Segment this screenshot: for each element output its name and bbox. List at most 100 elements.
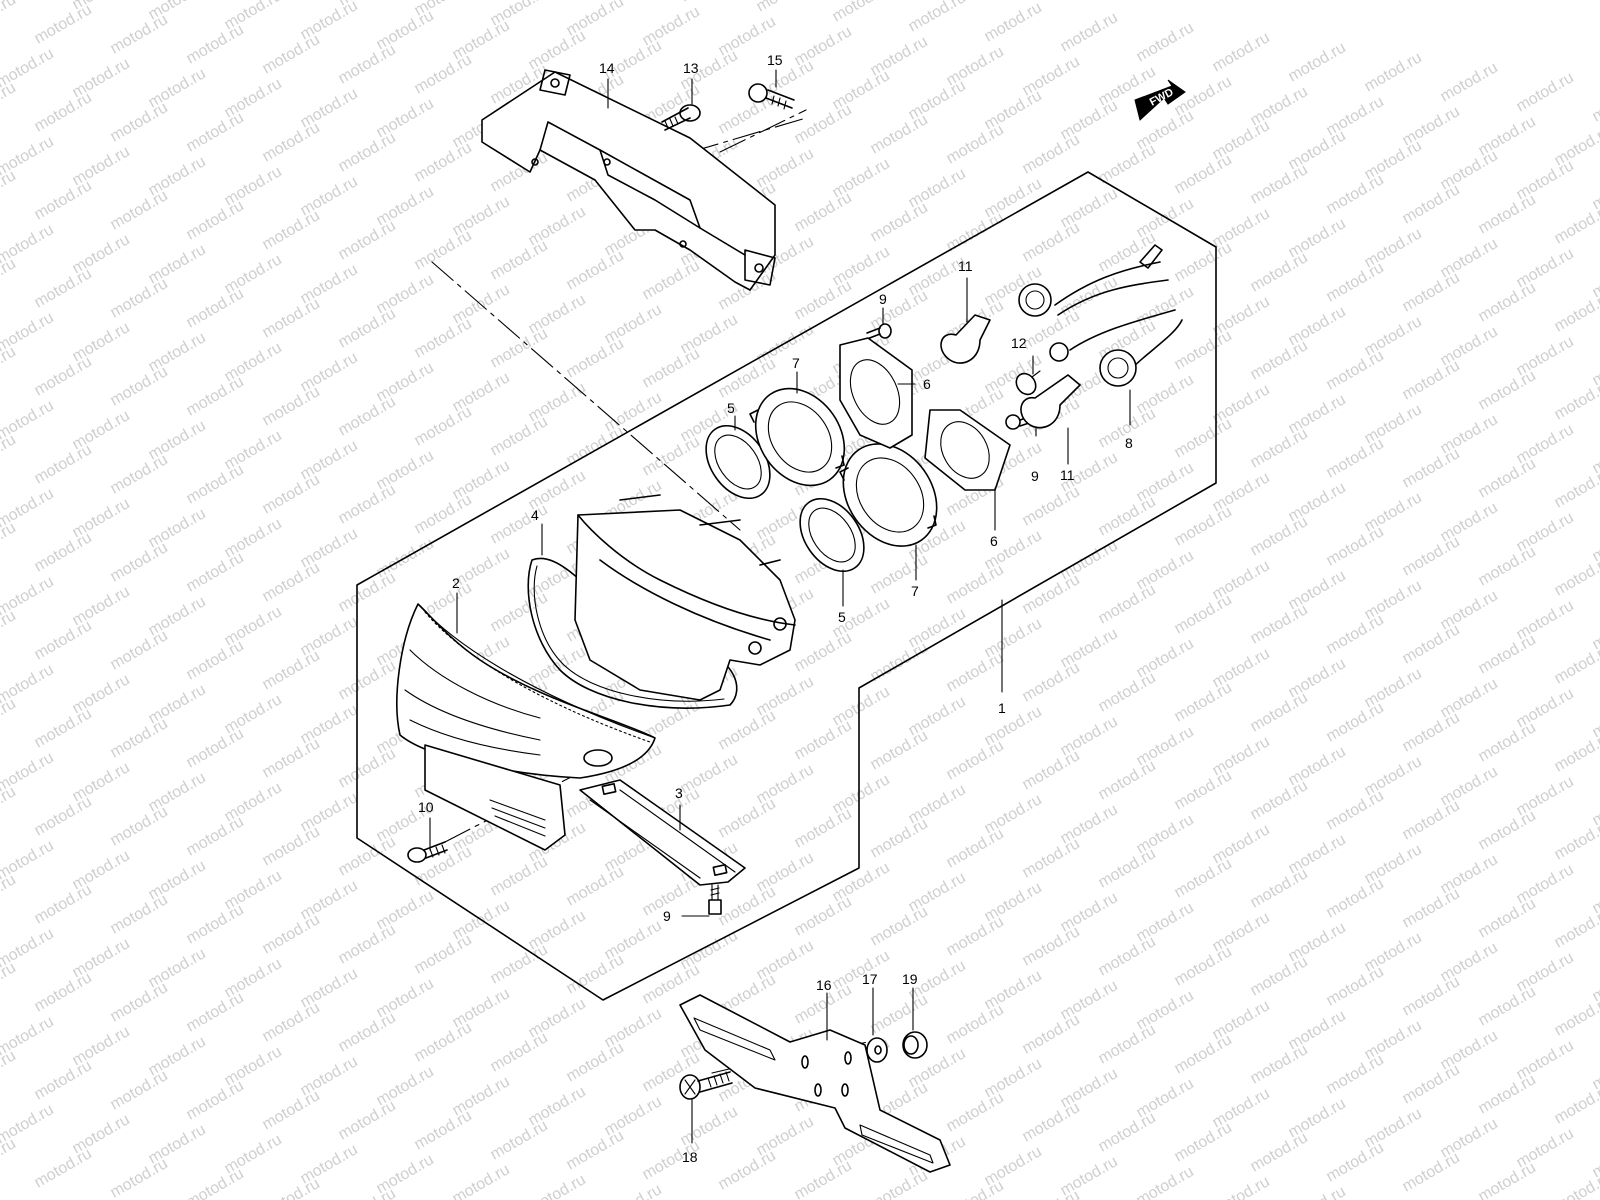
watermark-text: motod.ru [1248,953,1311,999]
watermark-text: motod.ru [0,1047,19,1093]
watermark-text: motod.ru [32,265,95,311]
watermark-text: motod.ru [184,549,247,595]
watermark-text: motod.ru [1020,1011,1083,1057]
watermark-text: motod.ru [1096,1021,1159,1067]
watermark-text: motod.ru [1552,729,1600,775]
watermark-text: motod.ru [1020,923,1083,969]
watermark-text: motod.ru [32,969,95,1015]
assembly-outline [356,171,1217,1001]
part-9-screw-top [866,323,892,340]
watermark-text: motod.ru [944,825,1007,871]
callout-16: 16 [816,977,832,993]
watermark-text: motod.ru [1096,493,1159,539]
watermark-text: motod.ru [412,227,475,273]
watermark-text: motod.ru [564,335,627,381]
part-6-gasket-upper [839,337,913,449]
watermark-text: motod.ru [1020,835,1083,881]
watermark-text: motod.ru [0,431,19,477]
watermark-text: motod.ru [944,121,1007,167]
watermark-text: motod.ru [488,853,551,899]
callout-9a: 9 [879,291,887,307]
part-9-screw-bottom [708,884,722,915]
callout-5b: 5 [838,609,846,625]
watermark-text: motod.ru [1324,1139,1387,1185]
watermark-text: motod.ru [1324,787,1387,833]
watermark-text: motod.ru [336,1185,399,1200]
callout-11a: 11 [958,258,973,274]
watermark-text: motod.ru [1248,1041,1311,1087]
watermark-text: motod.ru [716,795,779,841]
watermark-text: motod.ru [1324,1051,1387,1097]
watermark-text: motod.ru [1552,201,1600,247]
watermark-text: motod.ru [260,735,323,781]
watermark-text: motod.ru [1020,1187,1083,1200]
watermark-text: motod.ru [260,559,323,605]
watermark-text: motod.ru [108,1155,171,1200]
watermark-text: motod.ru [1096,669,1159,715]
watermark-text: motod.ru [1248,337,1311,383]
watermark-text: motod.ru [412,139,475,185]
watermark-text: motod.ru [1400,1149,1463,1195]
callout-6b: 6 [990,533,998,549]
part-18-bolt [679,1071,733,1100]
watermark-text: motod.ru [1172,1119,1235,1165]
watermark-text: motod.ru [108,891,171,937]
watermark-text: motod.ru [1172,415,1235,461]
watermark-text: motod.ru [336,305,399,351]
watermark-text: motod.ru [260,119,323,165]
watermark-text: motod.ru [1552,817,1600,863]
watermark-text: motod.ru [1476,279,1539,325]
watermark-text: motod.ru [1172,503,1235,549]
watermark-text: motod.ru [1172,1031,1235,1077]
watermark-text: motod.ru [1400,269,1463,315]
watermark-text: motod.ru [526,1171,589,1200]
watermark-text: motod.ru [868,199,931,245]
watermark-text: motod.ru [1134,19,1197,65]
callout-19: 19 [902,971,918,987]
watermark-text: motod.ru [450,1161,513,1200]
watermark-text: motod.ru [1172,327,1235,373]
watermark-text: motod.ru [1324,435,1387,481]
watermark-text: motod.ru [792,277,855,323]
watermark-text: motod.ru [108,11,171,57]
watermark-text: motod.ru [564,863,627,909]
part-15-bolt [748,83,795,110]
watermark-text: motod.ru [1096,141,1159,187]
watermark-text: motod.ru [336,833,399,879]
watermark-text: motod.ru [108,539,171,585]
watermark-text: motod.ru [1476,631,1539,677]
part-1-housing [574,494,796,701]
watermark-text: motod.ru [0,783,19,829]
watermark-text: motod.ru [1210,29,1273,75]
watermark-text: motod.ru [1096,845,1159,891]
watermark-text: motod.ru [1134,1163,1197,1200]
watermark-text: motod.ru [944,913,1007,959]
watermark-text: motod.ru [32,1145,95,1191]
watermark-text: motod.ru [1552,553,1600,599]
watermark-text: motod.ru [108,803,171,849]
watermark-text: motod.ru [108,627,171,673]
watermark-text: motod.ru [1172,591,1235,637]
watermark-text: motod.ru [944,737,1007,783]
watermark-text: motod.ru [944,1001,1007,1047]
watermark-text: motod.ru [1248,1129,1311,1175]
watermark-text: motod.ru [336,1097,399,1143]
watermark-text: motod.ru [108,715,171,761]
watermark-text: motod.ru [1210,1173,1273,1200]
watermark-text: motod.ru [716,707,779,753]
watermark-text: motod.ru [32,441,95,487]
watermark-text: motod.ru [260,471,323,517]
watermark-text: motod.ru [1476,455,1539,501]
watermark-text: motod.ru [1476,895,1539,941]
callout-3: 3 [675,785,683,801]
watermark-text: motod.ru [868,727,931,773]
watermark-text: motod.ru [488,325,551,371]
watermark-text: motod.ru [0,255,19,301]
watermark-text: motod.ru [1324,171,1387,217]
watermark-text: motod.ru [108,187,171,233]
watermark-text: motod.ru [1514,69,1577,115]
watermark-text: motod.ru [1476,543,1539,589]
watermark-text: motod.ru [1552,1081,1600,1127]
watermark-text: motod.ru [1172,855,1235,901]
